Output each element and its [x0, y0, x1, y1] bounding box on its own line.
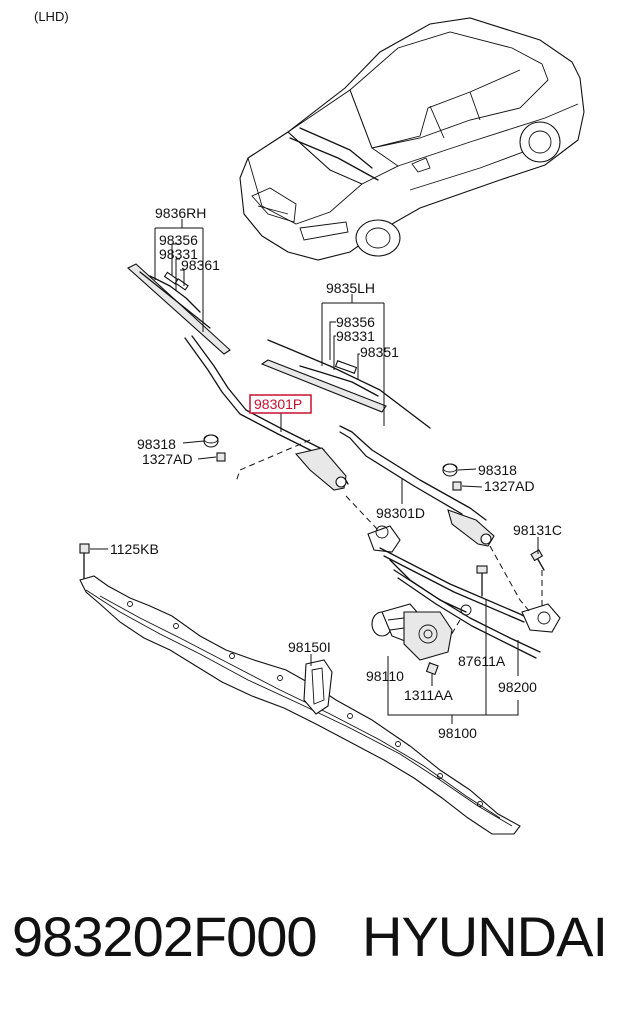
- rh-nut: [216, 452, 226, 462]
- label-rh-bracket: 98331: [159, 246, 198, 262]
- lh-wiper-blade: [260, 339, 431, 429]
- lh-pivot-dash-line: [489, 545, 531, 613]
- label-cap-lh: 98318: [478, 462, 517, 478]
- label-motor-linkage-assy: 98100: [438, 725, 477, 741]
- label-nut-rh: 1327AD: [142, 451, 193, 467]
- lh-nut: [452, 481, 462, 491]
- highlight-box: [249, 394, 312, 414]
- label-grommet: 87611A: [458, 653, 506, 669]
- wiper-linkage: [367, 525, 561, 659]
- drive-side-label: (LHD): [34, 9, 69, 24]
- motor-bolt: [425, 662, 439, 676]
- label-linkage-bolt: 98131C: [513, 522, 562, 538]
- cowl-cross-member: [79, 575, 521, 835]
- label-lh-bracket: 98331: [336, 328, 375, 344]
- label-lh-clip: 98351: [360, 344, 399, 360]
- car-illustration: [239, 17, 585, 261]
- grommet-bolt: [476, 565, 488, 597]
- parts-diagram: (LHD): [34, 9, 585, 835]
- label-arm-rh: 98301P: [254, 396, 302, 412]
- rh-cap: [203, 434, 219, 448]
- label-bolt: 1125KB: [110, 541, 159, 557]
- rh-pivot-dash-line: [345, 495, 379, 531]
- label-cap-rh: 98318: [137, 436, 176, 452]
- leader-lines: [90, 219, 539, 724]
- label-arm-lh: 98301D: [376, 505, 425, 521]
- label-linkage: 98200: [498, 679, 537, 695]
- label-nut-lh: 1327AD: [484, 478, 535, 494]
- label-motor-bolt: 1311AA: [404, 687, 453, 703]
- rh-arm-dash-line: [235, 439, 311, 483]
- label-lh-refill: 98356: [336, 314, 375, 330]
- linkage-bolt: [530, 549, 545, 571]
- lh-cap: [442, 463, 458, 477]
- label-cowl-bracket: 98150I: [288, 639, 331, 655]
- lh-wiper-arm: [339, 425, 495, 547]
- label-rh-clip: 98361: [181, 257, 220, 273]
- brand-name: HYUNDAI: [362, 905, 608, 968]
- callout-labels: 9836RH 98356 98331 98361 9835LH 98356 98…: [110, 205, 562, 741]
- cowl-bolt: [79, 543, 90, 579]
- rh-wiper-blade: [127, 263, 231, 355]
- label-rh-blade-assy: 9836RH: [155, 205, 206, 221]
- wiper-motor: [371, 603, 453, 661]
- label-rh-refill: 98356: [159, 232, 198, 248]
- part-number: 983202F000: [12, 905, 318, 968]
- label-motor: 98110: [366, 668, 404, 684]
- rh-wiper-arm: [184, 335, 349, 491]
- label-lh-blade-assy: 9835LH: [326, 280, 375, 296]
